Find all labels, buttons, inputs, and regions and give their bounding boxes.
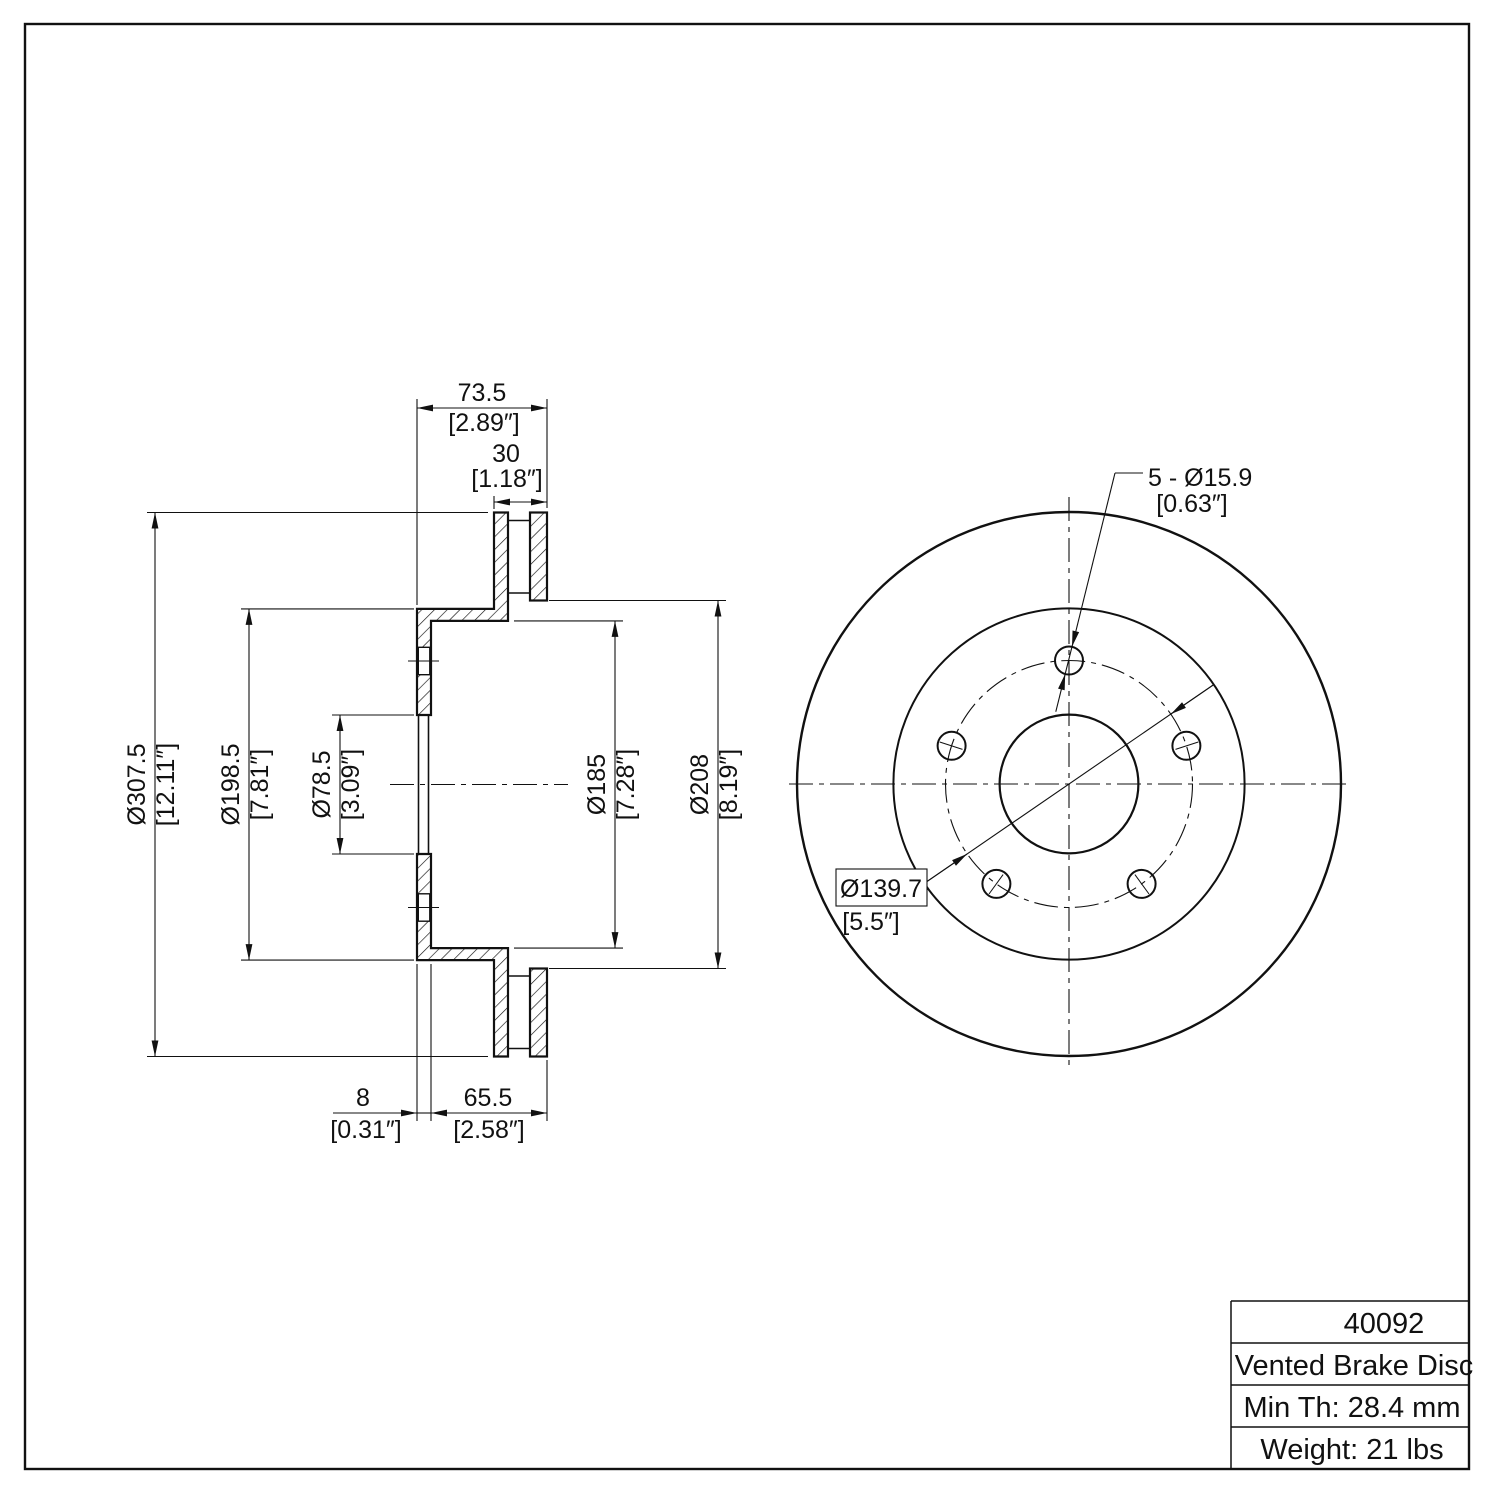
dim-outer-diameter-in: [12.11″] xyxy=(152,743,180,826)
dim-bore-diameter-mm: Ø78.5 xyxy=(308,750,336,818)
dim-overall-width-in: [2.89″] xyxy=(448,409,519,437)
section-outboard-plate-bottom xyxy=(528,967,549,1058)
section-outboard-plate-top xyxy=(528,511,549,602)
stud-holes xyxy=(936,645,1202,899)
dim-overall-width-mm: 73.5 xyxy=(458,379,507,407)
dim-hat-diameter xyxy=(241,608,414,961)
sheet-border xyxy=(23,22,1471,1471)
dim-pad-thickness-mm: 30 xyxy=(492,440,520,468)
bore-edges xyxy=(417,715,430,854)
dim-hat-depth-in: [2.58″] xyxy=(453,1116,524,1144)
dim-bore-diameter xyxy=(332,714,414,855)
dim-pad-thickness-in: [1.18″] xyxy=(471,465,542,493)
dim-bolt-circle-in: [5.5″] xyxy=(842,908,900,936)
dim-band-diameter-mm: Ø208 xyxy=(686,754,714,815)
title-block-weight: Weight: 21 lbs xyxy=(1260,1434,1443,1466)
dim-band-diameter-in: [8.19″] xyxy=(715,749,743,820)
title-block-part-name: Vented Brake Disc xyxy=(1235,1350,1474,1382)
dim-overall-width xyxy=(416,399,548,605)
section-hat-top xyxy=(415,511,510,717)
section-hat-bottom xyxy=(415,852,510,1058)
dim-stud-holes xyxy=(1055,472,1143,712)
front-view: 5 - Ø15.9 [0.63″] Ø139.7 [5.5″] xyxy=(789,464,1349,1071)
dim-bolt-circle xyxy=(835,683,1215,907)
title-block-grid xyxy=(1230,1300,1469,1469)
dim-inner-diameter xyxy=(514,620,623,949)
stud-hole-radial-ticks xyxy=(939,741,1199,895)
dim-bolt-circle-mm: Ø139.7 xyxy=(840,875,922,903)
stud-hole xyxy=(936,730,967,761)
section-view: Ø307.5 [12.11″] Ø198.5 [7.81″] Ø78.5 [3.… xyxy=(123,379,743,1144)
title-block-min-thickness: Min Th: 28.4 mm xyxy=(1243,1392,1460,1424)
dim-pad-thickness xyxy=(493,496,547,509)
dim-hat-diameter-in: [7.81″] xyxy=(246,749,274,820)
vent-slot-edges xyxy=(508,519,530,1050)
stud-hole xyxy=(1126,868,1157,899)
dim-stud-holes-in: [0.63″] xyxy=(1156,490,1227,518)
dim-bottom xyxy=(333,964,548,1121)
dim-inner-diameter-mm: Ø185 xyxy=(583,754,611,815)
dim-outer-diameter-mm: Ø307.5 xyxy=(123,743,151,825)
dim-band-diameter xyxy=(549,599,726,970)
stud-hole xyxy=(1171,730,1202,761)
dim-hat-depth-mm: 65.5 xyxy=(464,1084,513,1112)
stud-hole-ticks xyxy=(408,660,439,909)
stud-hole xyxy=(981,868,1012,899)
title-block-part-number: 40092 xyxy=(1344,1308,1425,1340)
dim-flange-thickness-in: [0.31″] xyxy=(330,1116,401,1144)
dim-stud-holes-mm: 5 - Ø15.9 xyxy=(1148,464,1252,492)
dim-hat-diameter-mm: Ø198.5 xyxy=(217,743,245,825)
dim-bore-diameter-in: [3.09″] xyxy=(337,749,365,820)
dim-flange-thickness-mm: 8 xyxy=(356,1084,370,1112)
dim-inner-diameter-in: [7.28″] xyxy=(612,749,640,820)
stud-hole xyxy=(1054,645,1084,676)
title-block: 40092 Vented Brake Disc Min Th: 28.4 mm … xyxy=(1230,1300,1474,1469)
